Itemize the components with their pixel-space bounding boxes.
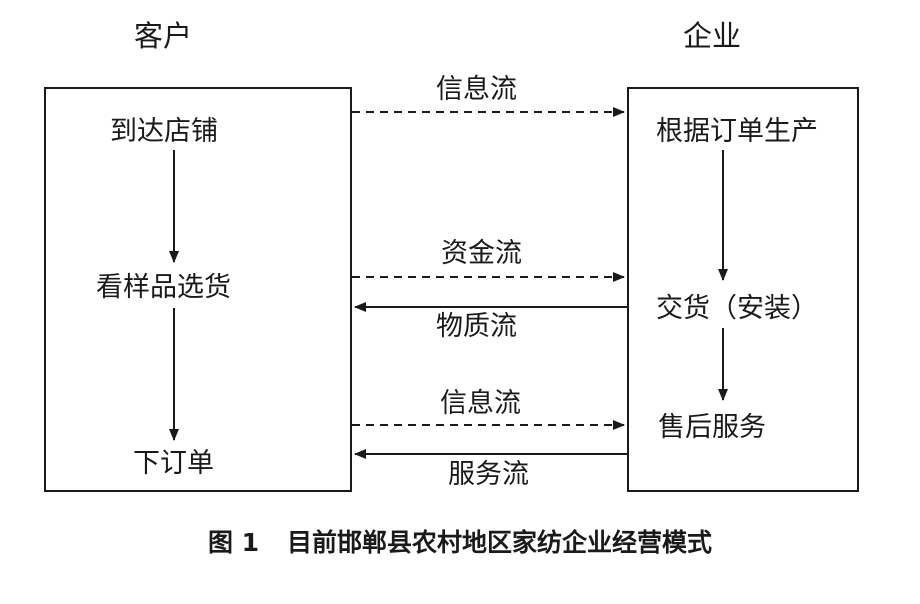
step-place-order: 下订单 xyxy=(133,448,214,479)
step-produce-by-order: 根据订单生产 xyxy=(656,116,818,147)
label-service-flow: 服务流 xyxy=(448,459,529,490)
customer-heading: 客户 xyxy=(134,19,193,53)
enterprise-heading: 企业 xyxy=(683,19,742,53)
step-after-sales: 售后服务 xyxy=(658,412,766,443)
step-delivery-install: 交货（安装） xyxy=(656,293,818,324)
step-browse-samples: 看样品选货 xyxy=(96,272,231,303)
enterprise-box xyxy=(627,87,859,492)
figure-caption: 图 1 目前邯郸县农村地区家纺企业经营模式 xyxy=(0,530,920,555)
label-info-flow-bottom: 信息流 xyxy=(440,388,521,419)
label-capital-flow: 资金流 xyxy=(441,238,522,269)
label-info-flow-top: 信息流 xyxy=(436,74,517,105)
figure-title: 目前邯郸县农村地区家纺企业经营模式 xyxy=(287,528,713,557)
customer-box xyxy=(44,87,352,492)
figure-number: 图 1 xyxy=(207,528,260,557)
step-arrive-store: 到达店铺 xyxy=(110,116,218,147)
label-material-flow: 物质流 xyxy=(436,311,517,342)
